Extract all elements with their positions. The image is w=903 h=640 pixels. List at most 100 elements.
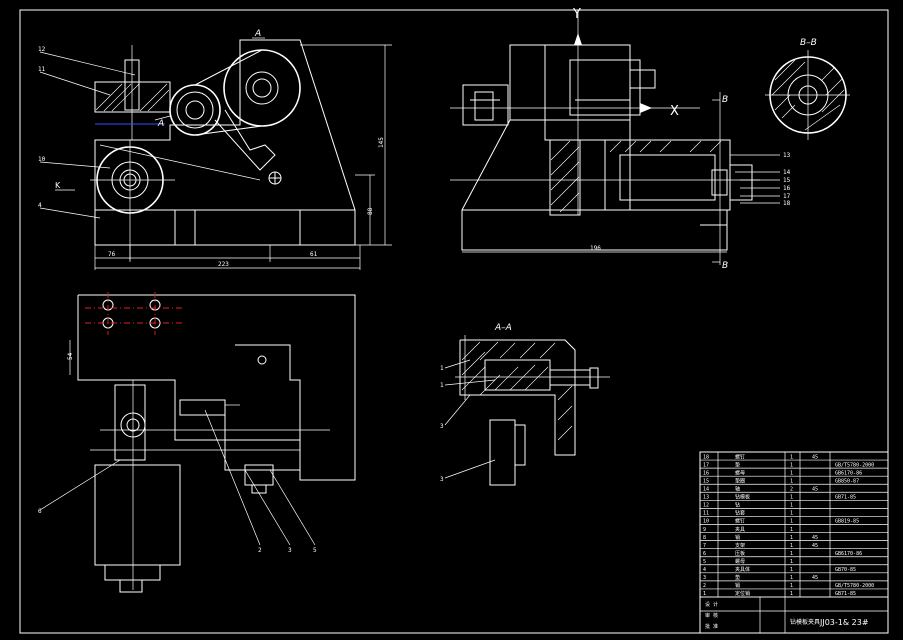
side-view bbox=[450, 10, 780, 265]
section-bb-view bbox=[765, 50, 850, 140]
b-mark-bottom: B bbox=[722, 261, 728, 271]
parts-cell-no: 9 bbox=[703, 527, 706, 533]
balloon-11: 11 bbox=[38, 66, 46, 73]
parts-cell-std: GB6170-86 bbox=[835, 551, 862, 557]
sign-row-label: 批 准 bbox=[705, 623, 718, 630]
parts-cell-std: GB71-85 bbox=[835, 495, 856, 501]
parts-cell-name: 钻模板 bbox=[735, 494, 750, 501]
balloon-18: 18 bbox=[783, 200, 791, 207]
parts-cell-mat: 45 bbox=[812, 543, 818, 549]
parts-cell-name: 销 bbox=[735, 582, 740, 589]
dim-front-height-small: 88 bbox=[367, 207, 374, 215]
parts-cell-no: 10 bbox=[703, 519, 709, 525]
front-view bbox=[39, 37, 392, 270]
balloon-2: 2 bbox=[258, 547, 262, 554]
parts-cell-qty: 1 bbox=[790, 551, 793, 557]
parts-cell-qty: 1 bbox=[790, 478, 793, 484]
parts-cell-name: 螺母 bbox=[735, 469, 745, 476]
dim-front-left: 76 bbox=[108, 251, 116, 258]
parts-cell-no: 6 bbox=[703, 551, 706, 557]
parts-cell-no: 15 bbox=[703, 478, 709, 484]
balloon-aa-1: 1 bbox=[440, 365, 444, 372]
parts-cell-no: 16 bbox=[703, 470, 709, 476]
axis-y-label: Y bbox=[572, 7, 581, 22]
parts-cell-no: 13 bbox=[703, 495, 709, 501]
parts-cell-qty: 1 bbox=[790, 511, 793, 517]
parts-cell-mat: 45 bbox=[812, 454, 818, 460]
parts-cell-name: 垫圈 bbox=[735, 477, 745, 484]
parts-cell-qty: 1 bbox=[790, 535, 793, 541]
parts-cell-no: 11 bbox=[703, 511, 709, 517]
balloon-5: 5 bbox=[313, 547, 317, 554]
dim-side-width: 196 bbox=[590, 245, 601, 252]
parts-cell-mat: 45 bbox=[812, 486, 818, 492]
parts-cell-qty: 1 bbox=[790, 462, 793, 468]
parts-cell-std: GB850-87 bbox=[835, 478, 859, 484]
sign-row-label: 审 核 bbox=[705, 612, 718, 619]
balloon-aa-3: 3 bbox=[440, 423, 444, 430]
parts-cell-qty: 1 bbox=[790, 567, 793, 573]
parts-cell-name: 夹具 bbox=[735, 526, 745, 533]
sheet-border bbox=[19, 9, 889, 634]
parts-cell-no: 12 bbox=[703, 503, 709, 509]
section-bb-title: B–B bbox=[800, 38, 817, 48]
parts-cell-qty: 1 bbox=[790, 583, 793, 589]
parts-cell-name: 垫 bbox=[735, 574, 740, 581]
parts-cell-mat: 45 bbox=[812, 575, 818, 581]
balloon-14: 14 bbox=[783, 169, 791, 176]
parts-cell-no: 2 bbox=[703, 583, 706, 589]
parts-cell-std: GB71-85 bbox=[835, 591, 856, 597]
b-mark-top: B bbox=[722, 95, 728, 105]
parts-cell-std: GB/T5780-2000 bbox=[835, 462, 874, 468]
section-aa-view bbox=[444, 335, 610, 486]
parts-cell-qty: 1 bbox=[790, 503, 793, 509]
section-aa-title: A–A bbox=[494, 323, 512, 333]
parts-cell-name: 轴 bbox=[735, 485, 740, 492]
parts-cell-no: 1 bbox=[703, 591, 706, 597]
parts-cell-no: 17 bbox=[703, 462, 709, 468]
section-a-mark: A bbox=[254, 29, 261, 39]
parts-cell-mat: 45 bbox=[812, 535, 818, 541]
parts-cell-qty: 1 bbox=[790, 527, 793, 533]
parts-cell-qty: 1 bbox=[790, 559, 793, 565]
parts-cell-no: 8 bbox=[703, 535, 706, 541]
balloon-aa-2: 1 bbox=[440, 382, 444, 389]
parts-cell-name: 钻套 bbox=[735, 510, 745, 517]
dim-front-right: 61 bbox=[310, 251, 318, 258]
dim-plan-height: 54 bbox=[67, 352, 74, 360]
balloon-15: 15 bbox=[783, 177, 791, 184]
parts-cell-no: 4 bbox=[703, 567, 706, 573]
section-a-mark-left: A bbox=[157, 119, 164, 129]
balloon-10: 10 bbox=[38, 156, 46, 163]
parts-cell-qty: 1 bbox=[790, 591, 793, 597]
parts-cell-qty: 1 bbox=[790, 519, 793, 525]
parts-cell-no: 14 bbox=[703, 486, 709, 492]
parts-cell-qty: 1 bbox=[790, 495, 793, 501]
parts-cell-no: 7 bbox=[703, 543, 706, 549]
dim-front-total: 223 bbox=[218, 261, 229, 268]
parts-cell-std: GB819-85 bbox=[835, 519, 859, 525]
balloon-4: 4 bbox=[38, 202, 42, 209]
parts-cell-qty: 1 bbox=[790, 575, 793, 581]
balloon-12: 12 bbox=[38, 46, 46, 53]
parts-cell-name: 夹具体 bbox=[735, 566, 750, 573]
parts-cell-name: 钻 bbox=[735, 502, 740, 509]
title-block bbox=[699, 451, 889, 634]
parts-cell-name: 螺钉 bbox=[735, 518, 745, 525]
axis-x-label: X bbox=[670, 104, 679, 119]
sign-row-label: 设 计 bbox=[705, 601, 718, 608]
dim-front-height: 145 bbox=[378, 137, 385, 148]
parts-cell-name: 螺母 bbox=[735, 558, 745, 565]
parts-cell-qty: 1 bbox=[790, 470, 793, 476]
direction-k-label: K bbox=[55, 181, 61, 190]
balloon-3: 3 bbox=[288, 547, 292, 554]
parts-cell-name: 垫 bbox=[735, 461, 740, 468]
parts-cell-name: 压板 bbox=[735, 550, 745, 557]
parts-cell-std: GB70-85 bbox=[835, 567, 856, 573]
parts-cell-name: 销 bbox=[735, 534, 740, 541]
balloon-6: 6 bbox=[38, 508, 42, 515]
parts-cell-name: 螺钉 bbox=[735, 453, 745, 460]
parts-cell-no: 5 bbox=[703, 559, 706, 565]
title-block-name: 钻模板夹具 bbox=[790, 618, 820, 626]
